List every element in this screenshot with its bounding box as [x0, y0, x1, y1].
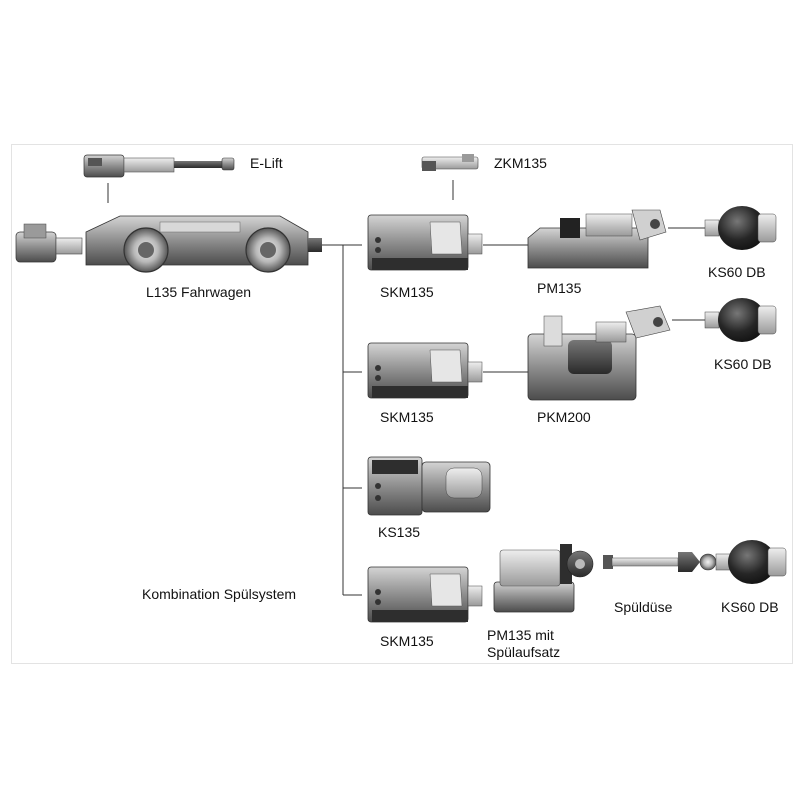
pm135-spuelaufsatz-device — [493, 544, 594, 613]
label-ks60db-3: KS60 DB — [721, 599, 779, 615]
ks60db-head-3 — [715, 540, 787, 584]
spueldüse-device — [603, 552, 717, 572]
label-skm135-1: SKM135 — [380, 284, 434, 300]
ks60db-head-1 — [704, 206, 777, 250]
skm135-device-1 — [367, 214, 483, 271]
label-pkm200: PKM200 — [537, 409, 591, 425]
connector-lines — [107, 180, 705, 596]
label-pm135-spuelaufsatz: PM135 mit Spülaufsatz — [487, 627, 561, 660]
skm135-device-3 — [367, 566, 483, 623]
label-ks60db-1: KS60 DB — [708, 264, 766, 280]
elift-device — [83, 154, 235, 178]
ks135-device — [367, 456, 491, 516]
label-e-lift: E-Lift — [250, 155, 283, 171]
label-l135-fahrwagen: L135 Fahrwagen — [146, 284, 252, 300]
label-spueldüse: Spüldüse — [614, 599, 673, 615]
label-ks135: KS135 — [378, 524, 421, 540]
label-skm135-2: SKM135 — [380, 409, 434, 425]
label-skm135-3: SKM135 — [380, 633, 434, 649]
label-kombination-spuelsystem: Kombination Spülsystem — [142, 586, 297, 602]
ks60db-head-2 — [704, 298, 777, 342]
pm135-device — [527, 209, 667, 269]
zkm135-device — [421, 154, 479, 171]
label-ks60db-2: KS60 DB — [714, 356, 772, 372]
pkm200-device — [527, 305, 671, 401]
skm135-device-2 — [367, 342, 483, 399]
diagram-frame — [11, 144, 793, 664]
label-zkm135: ZKM135 — [494, 155, 547, 171]
l135-fahrwagen-device — [15, 215, 322, 273]
label-pm135: PM135 — [537, 280, 582, 296]
